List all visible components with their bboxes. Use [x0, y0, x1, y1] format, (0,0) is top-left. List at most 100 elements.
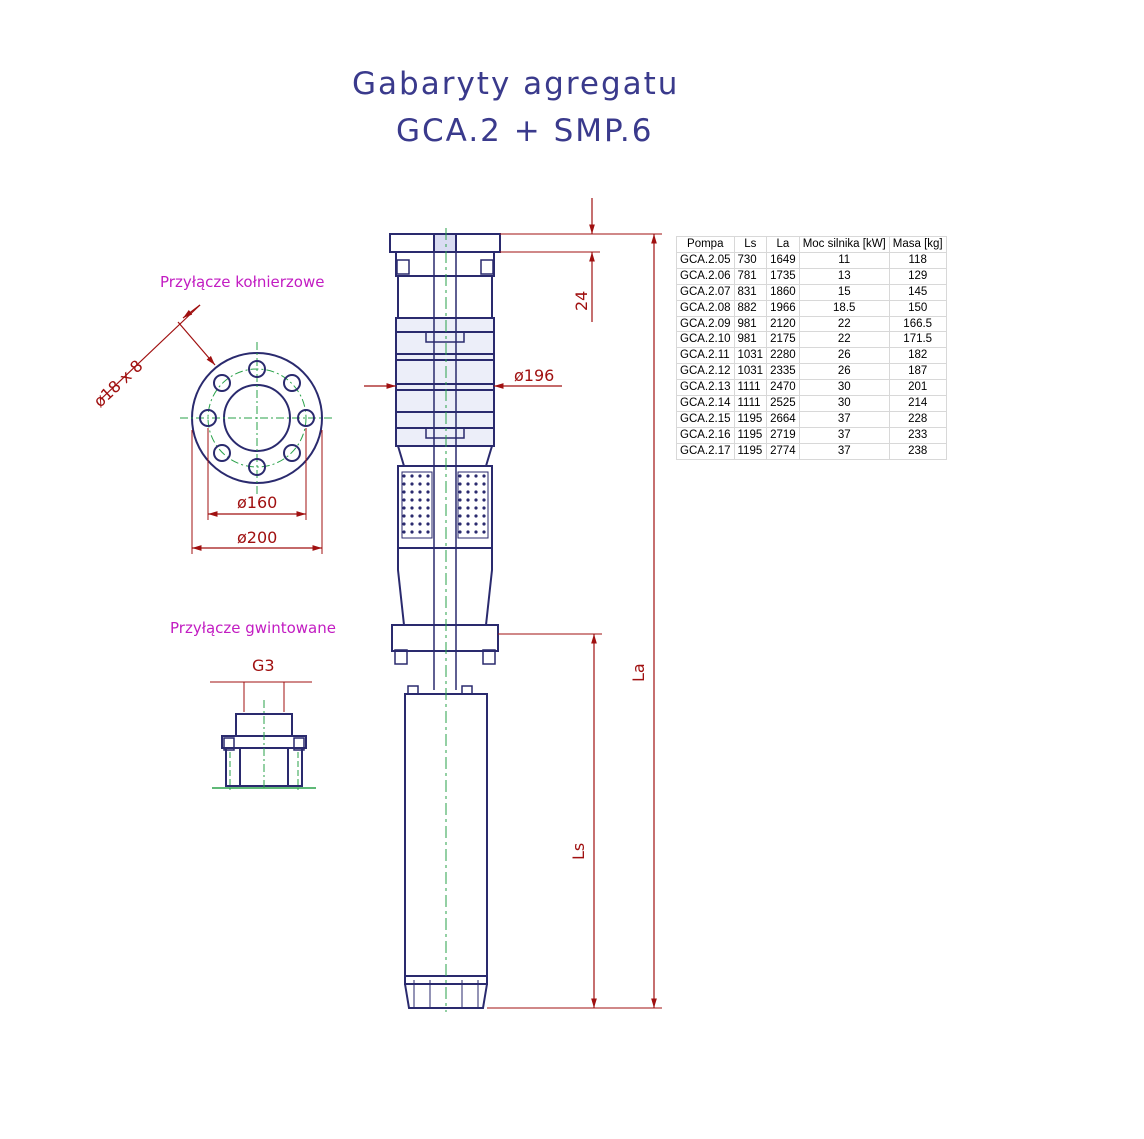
flange-outer-dimension: ø200: [237, 528, 277, 547]
header-pump: Pompa: [676, 236, 735, 253]
bolt-holes: [199, 360, 315, 476]
cell-ls: 1195: [733, 410, 768, 428]
cell-la: 2335: [766, 363, 800, 381]
cell-pump: GCA.2.05: [676, 251, 735, 269]
cell-motor-power: 15: [798, 283, 890, 301]
top-offset-dimension: 24: [572, 291, 591, 311]
cell-pump: GCA.2.15: [676, 410, 735, 428]
hole-dimension: ø18 x 8: [90, 356, 147, 411]
cell-mass: 118: [888, 251, 947, 269]
cell-la: 2664: [766, 410, 800, 428]
cell-pump: GCA.2.17: [676, 442, 735, 460]
cell-la: 1735: [766, 267, 800, 285]
cell-pump: GCA.2.12: [676, 363, 735, 381]
cell-mass: 166.5: [888, 315, 947, 333]
flange-view: ø18 x 8 ø160 ø200: [90, 304, 334, 554]
header-mass: Masa [kg]: [888, 236, 947, 253]
cell-motor-power: 26: [798, 363, 890, 381]
cell-pump: GCA.2.13: [676, 379, 735, 397]
cell-ls: 1111: [733, 395, 768, 412]
cell-la: 1860: [766, 283, 800, 301]
title-line-1: Gabaryty agregatu: [352, 66, 679, 102]
cell-motor-power: 37: [798, 426, 890, 444]
cell-pump: GCA.2.10: [676, 331, 735, 349]
cell-ls: 781: [733, 267, 768, 285]
cell-ls: 1195: [733, 426, 768, 444]
header-la: La: [766, 236, 800, 253]
cell-motor-power: 26: [798, 347, 890, 365]
cell-ls: 882: [733, 299, 768, 317]
cell-motor-power: 22: [798, 331, 890, 349]
cell-mass: 187: [888, 363, 947, 381]
cell-mass: 228: [888, 410, 947, 428]
cell-la: 2719: [766, 426, 800, 444]
cell-la: 2774: [766, 442, 800, 460]
cell-motor-power: 22: [798, 315, 890, 333]
cell-la: 2280: [766, 347, 800, 365]
cell-ls: 1111: [733, 379, 768, 397]
pump-spec-table: Pompa Ls La Moc silnika [kW] Masa [kg] G…: [676, 236, 947, 460]
flange-connection-label: Przyłącze kołnierzowe: [160, 273, 324, 291]
cell-la: 1649: [766, 251, 800, 269]
threaded-view: G3: [210, 656, 316, 790]
header-ls: Ls: [733, 236, 768, 253]
cell-motor-power: 30: [798, 395, 890, 412]
cell-motor-power: 37: [798, 410, 890, 428]
cell-ls: 981: [733, 331, 768, 349]
cell-la: 1966: [766, 299, 800, 317]
cell-pump: GCA.2.09: [676, 315, 735, 333]
cell-pump: GCA.2.08: [676, 299, 735, 317]
threaded-connection-label: Przyłącze gwintowane: [170, 619, 336, 637]
cell-la: 2120: [766, 315, 800, 333]
cell-la: 2470: [766, 379, 800, 397]
cell-pump: GCA.2.14: [676, 395, 735, 412]
cell-ls: 730: [733, 251, 768, 269]
cell-ls: 1031: [733, 347, 768, 365]
elevation-dimensions: [364, 198, 662, 1009]
cell-la: 2175: [766, 331, 800, 349]
cell-mass: 201: [888, 379, 947, 397]
cell-mass: 129: [888, 267, 947, 285]
cell-pump: GCA.2.16: [676, 426, 735, 444]
cell-ls: 1195: [733, 442, 768, 460]
bolt-circle-dimension: ø160: [237, 493, 277, 512]
cell-mass: 150: [888, 299, 947, 317]
cell-pump: GCA.2.07: [676, 283, 735, 301]
cell-mass: 233: [888, 426, 947, 444]
cell-mass: 145: [888, 283, 947, 301]
cell-ls: 831: [733, 283, 768, 301]
thread-dimension: G3: [252, 656, 275, 675]
cell-pump: GCA.2.11: [676, 347, 735, 365]
cell-motor-power: 18.5: [798, 299, 890, 317]
cell-mass: 171.5: [888, 331, 947, 349]
cell-motor-power: 30: [798, 379, 890, 397]
table-header-row: Pompa Ls La Moc silnika [kW] Masa [kg]: [676, 236, 947, 253]
title-line-2: GCA.2 + SMP.6: [396, 113, 653, 149]
cell-motor-power: 13: [798, 267, 890, 285]
ls-dimension: Ls: [569, 843, 588, 860]
cell-mass: 238: [888, 442, 947, 460]
cell-mass: 182: [888, 347, 947, 365]
header-motor-power: Moc silnika [kW]: [798, 236, 890, 253]
cell-motor-power: 37: [798, 442, 890, 460]
cell-mass: 214: [888, 395, 947, 412]
cell-pump: GCA.2.06: [676, 267, 735, 285]
cell-ls: 981: [733, 315, 768, 333]
la-dimension: La: [629, 663, 648, 682]
cell-ls: 1031: [733, 363, 768, 381]
pump-diameter-dimension: ø196: [514, 366, 554, 385]
